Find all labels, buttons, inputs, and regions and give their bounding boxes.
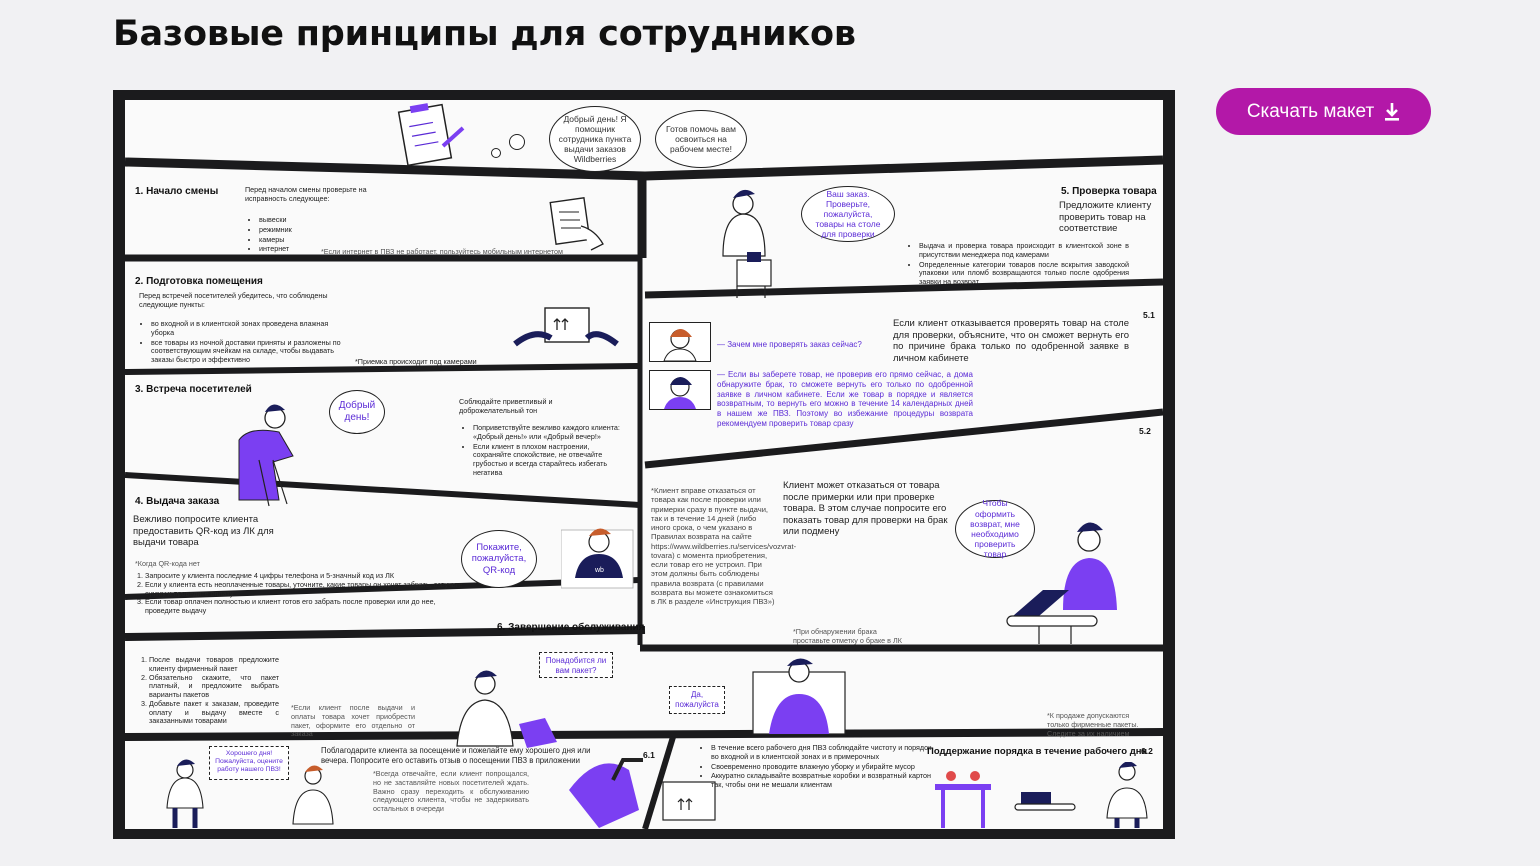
list-item: режимник — [259, 225, 292, 235]
list-item: Если товар оплачен полностью и клиент го… — [145, 598, 471, 616]
poster-image: Добрый день! Я помощник сотрудника пункт… — [113, 90, 1175, 839]
qr-request-speech-bubble: Покажите, пожалуйста, QR-код — [461, 530, 537, 588]
list-item: Обязательно скажите, что пакет платный, … — [149, 673, 279, 700]
employee-checking-illustration — [722, 189, 772, 298]
section-4-title: 4. Выдача заказа — [135, 496, 220, 507]
section-1-checklist: вывески режимник камеры интернет — [249, 215, 292, 255]
farewell-speech-bubble: Хорошего дня! Пожалуйста, оцените работу… — [209, 746, 289, 780]
poster-canvas: Добрый день! Я помощник сотрудника пункт… — [125, 100, 1163, 829]
download-mockup-button[interactable]: Скачать макет — [1216, 88, 1431, 135]
section-5-1-number: 5.1 — [1143, 310, 1155, 320]
client-bag-illustration — [752, 658, 846, 735]
employee-bag-illustration — [456, 670, 557, 748]
list-item: Если клиент в плохом настроении, сохраня… — [473, 442, 623, 478]
section-5-title: 5. Проверка товара — [1061, 186, 1157, 197]
employee-avatar-illustration — [664, 377, 696, 409]
section-6-1-note: *Всегда отвечайте, если клиент попрощалс… — [373, 769, 529, 814]
wb-logo: wb — [594, 567, 604, 574]
bag-offer-speech-bubble: Понадобится ли вам пакет? — [539, 652, 613, 678]
section-2-intro: Перед встречей посетителей убедитесь, чт… — [139, 291, 328, 309]
client-avatar-illustration — [663, 329, 697, 362]
section-5-checklist: Выдача и проверка товара происходит в кл… — [909, 241, 1129, 288]
section-6-steps: После выдачи товаров предложите клиенту … — [139, 655, 279, 726]
return-speech-bubble: Чтобы оформить возврат, мне необходимо п… — [955, 498, 1035, 559]
section-5-2-number: 5.2 — [1139, 426, 1151, 436]
bag-sale-note: *К продаже допускаются только фирменные … — [1047, 711, 1139, 738]
list-item: камеры — [259, 235, 292, 245]
section-2-note: *Приемка происходит под камерами — [355, 357, 477, 366]
client-avatar — [649, 322, 711, 362]
section-6-2-title: Поддержание порядка в течение рабочего д… — [927, 746, 1148, 757]
bag-reply-speech-bubble: Да, пожалуйста — [669, 686, 725, 714]
section-5-2-text: Клиент может отказаться от товара после … — [783, 480, 948, 538]
list-item: Аккуратно складывайте возвратные коробки… — [711, 772, 933, 790]
employee-answer: — Если вы заберете товар, не проверив ег… — [717, 370, 973, 428]
section-5-1-text: Если клиент отказывается проверять товар… — [893, 318, 1129, 364]
download-icon — [1385, 102, 1400, 121]
employee-laptop-illustration — [1006, 522, 1117, 644]
list-item: вывески — [259, 215, 292, 225]
section-6-title: 6. Завершение обслуживания — [497, 622, 645, 633]
section-4-lead: Вежливо попросите клиента предоставить Q… — [133, 514, 274, 549]
section-6-1-text: Поблагодарите клиента за посещение и пож… — [321, 746, 591, 765]
employee-avatar — [649, 370, 711, 410]
section-6-1-number: 6.1 — [643, 750, 655, 760]
employee-greeting-illustration — [238, 404, 294, 507]
section-4-subhead: *Когда QR-кода нет — [135, 559, 200, 568]
employee-counter-illustration: wb — [561, 528, 634, 589]
tidy-workspace-illustration — [935, 762, 1148, 828]
list-item: интернет — [259, 245, 292, 254]
section-4-steps: Запросите у клиента последние 4 цифры те… — [135, 571, 471, 616]
intro-speech-bubble: Добрый день! Я помощник сотрудника пункт… — [549, 106, 641, 172]
section-1-note: *Если интернет в ПВЗ не работает, пользу… — [321, 247, 563, 256]
section-6-2-number: 6.2 — [1141, 746, 1153, 756]
list-item: все товары из ночной доставки приняты и … — [151, 338, 351, 365]
section-1-title: 1. Начало смены — [135, 186, 219, 197]
list-item: во входной и в клиентской зонах проведен… — [151, 319, 351, 338]
section-5-2-note: *При обнаружении брака проставьте отметк… — [793, 627, 902, 645]
list-item: Добавьте пакет к заказам, проведите опла… — [149, 699, 279, 726]
greeting-speech-bubble: Добрый день! — [329, 390, 385, 434]
section-6-2-checklist: В течение всего рабочего дня ПВЗ соблюда… — [701, 743, 933, 791]
list-item: Если у клиента есть неоплаченные товары,… — [145, 580, 471, 599]
panel-dividers — [125, 155, 1163, 829]
section-6-note: *Если клиент после выдачи и оплаты товар… — [291, 703, 415, 739]
checklist-clipboard-icon — [549, 197, 604, 251]
clipboard-icon — [397, 103, 465, 167]
client-question: — Зачем мне проверять заказ сейчас? — [717, 340, 862, 349]
list-item: Определенные категории товаров после вск… — [919, 260, 1129, 287]
section-3-intro: Соблюдайте приветливый и доброжелательны… — [459, 397, 553, 415]
help-speech-bubble: Готов помочь вам освоиться на рабочем ме… — [655, 110, 747, 168]
list-item: Поприветствуйте вежливо каждого клиента:… — [473, 423, 623, 442]
list-item: Выдача и проверка товара происходит в кл… — [919, 241, 1129, 260]
section-2-title: 2. Подготовка помещения — [135, 276, 263, 287]
download-button-label: Скачать макет — [1246, 100, 1375, 122]
page-title: Базовые принципы для сотрудников — [113, 14, 856, 54]
list-item: В течение всего рабочего дня ПВЗ соблюда… — [711, 743, 933, 762]
thought-dot — [509, 134, 525, 150]
list-item: Своевременно проводите влажную уборку и … — [711, 762, 933, 772]
thought-dot — [491, 148, 501, 158]
list-item: После выдачи товаров предложите клиенту … — [149, 655, 279, 674]
employee-farewell-illustration — [166, 759, 204, 828]
cleaning-boxes-illustration — [569, 758, 716, 828]
check-order-speech-bubble: Ваш заказ. Проверьте, пожалуйста, товары… — [801, 186, 895, 242]
section-5-lead: Предложите клиенту проверить товар на со… — [1059, 200, 1152, 235]
section-1-intro: Перед началом смены проверьте на исправн… — [245, 185, 367, 203]
section-3-checklist: Поприветствуйте вежливо каждого клиента:… — [463, 423, 623, 479]
list-item: Запросите у клиента последние 4 цифры те… — [145, 571, 471, 581]
section-3-title: 3. Встреча посетителей — [135, 384, 252, 395]
client-farewell-illustration — [292, 765, 334, 825]
parcel-box-icon — [513, 307, 619, 347]
section-5-2-legal-note: *Клиент вправе отказаться от товара как … — [651, 486, 797, 606]
section-2-checklist: во входной и в клиентской зонах проведен… — [141, 319, 351, 366]
